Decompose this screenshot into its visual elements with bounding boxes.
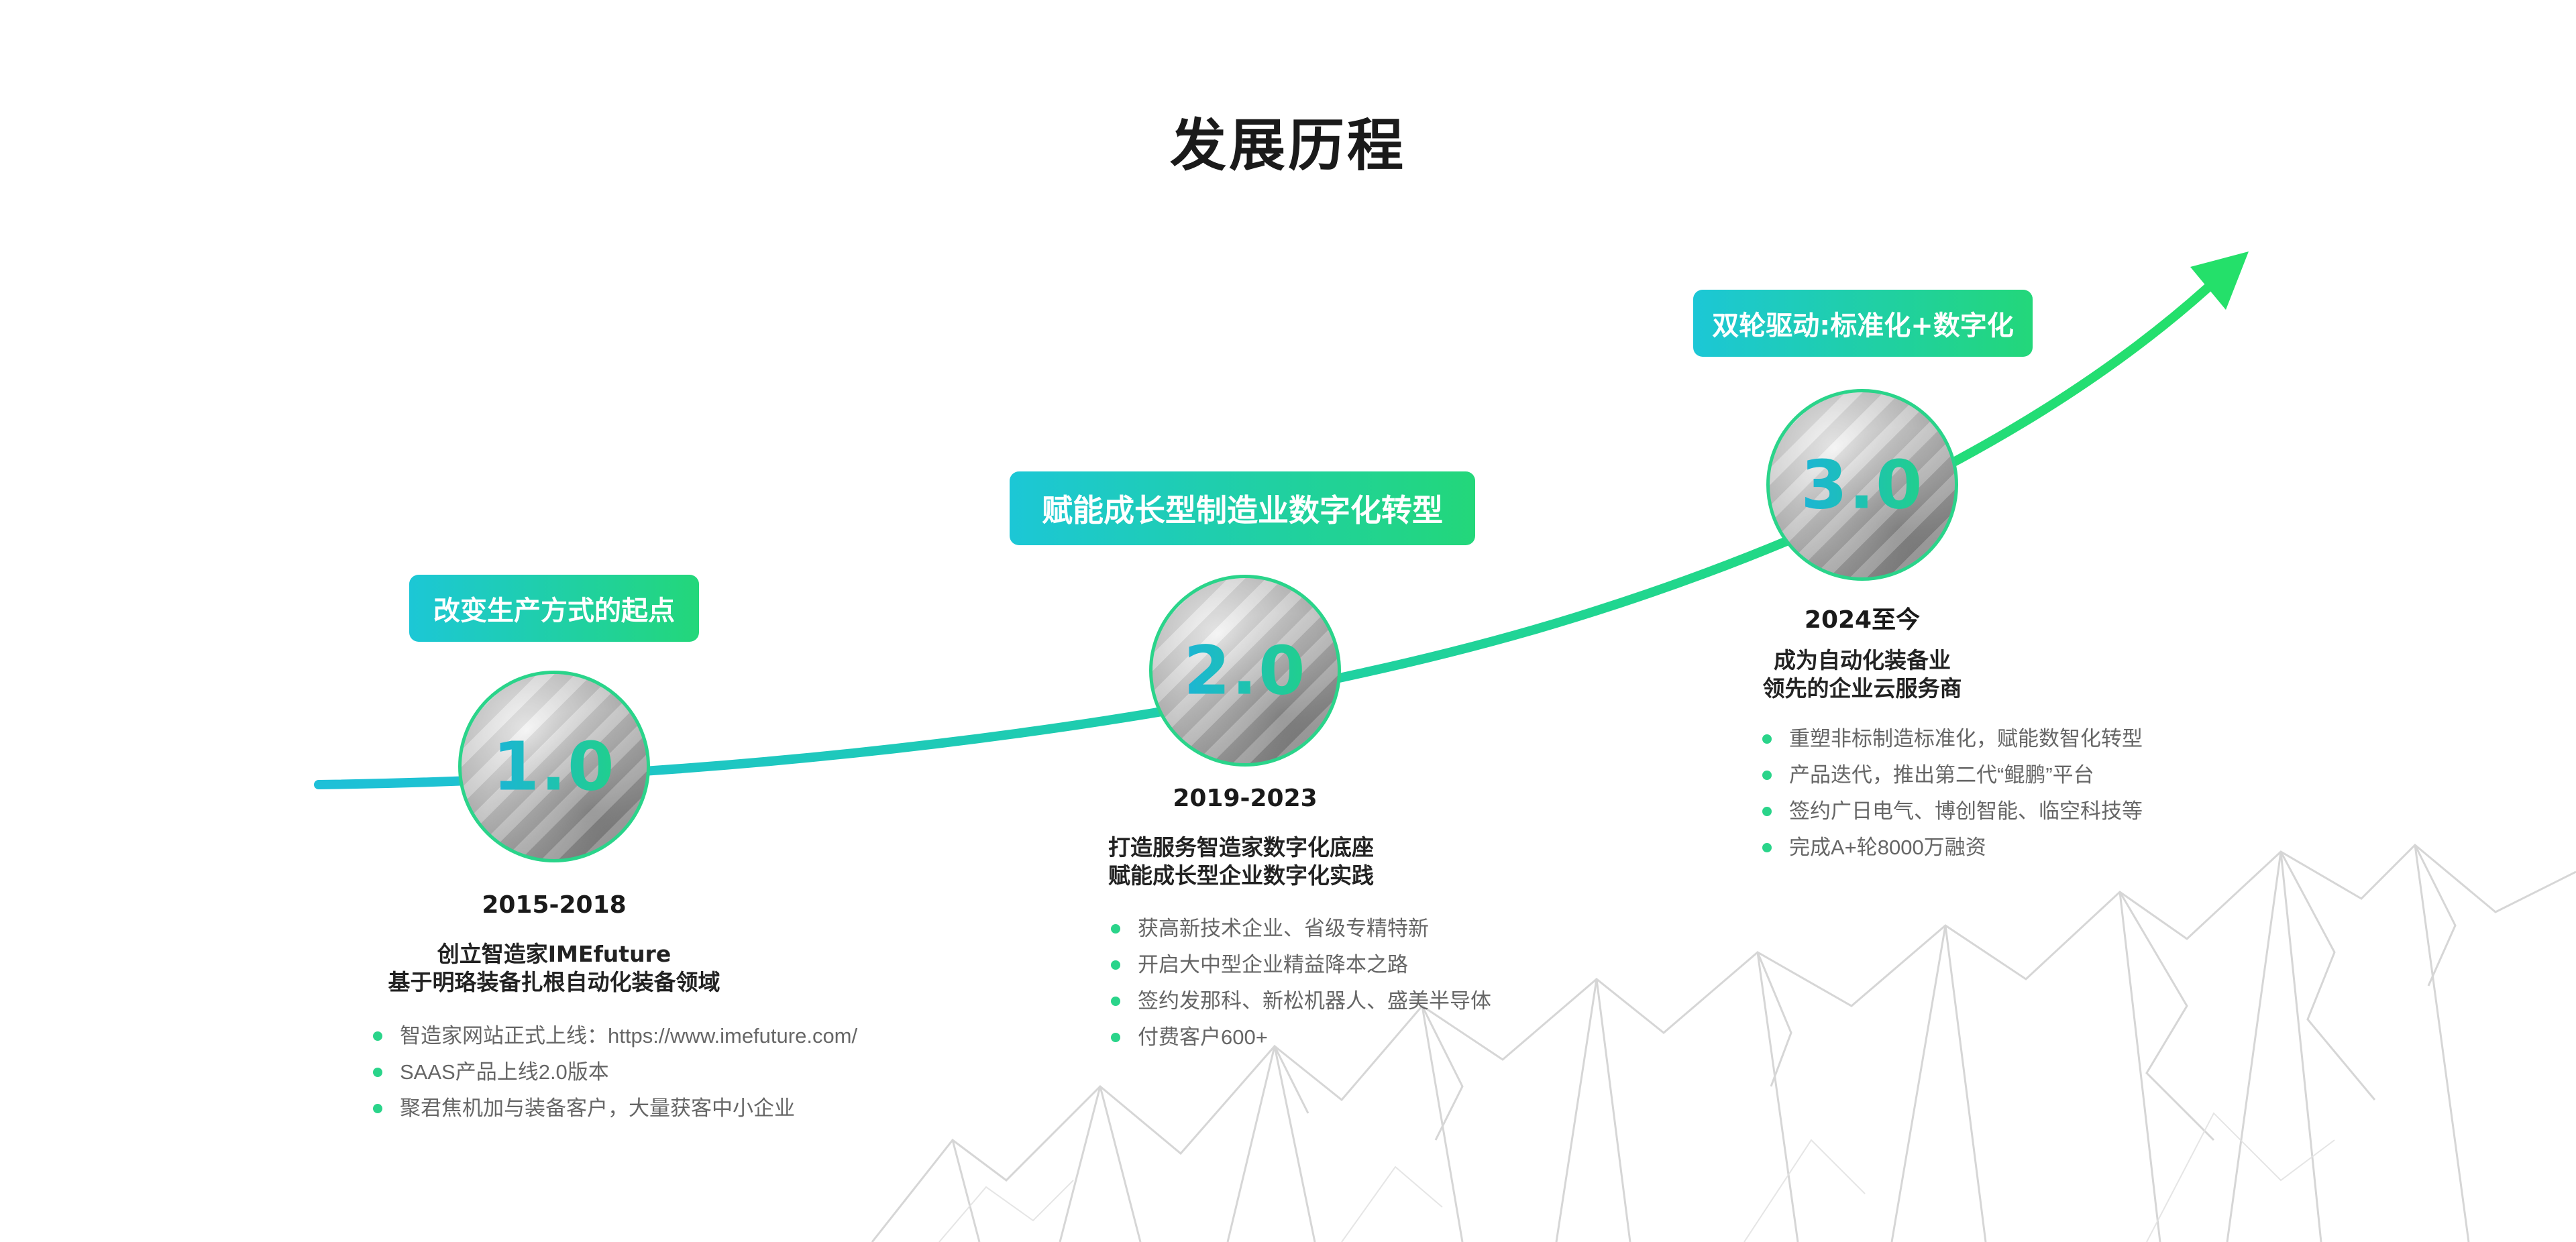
stage-2-desc-line1: 打造服务智造家数字化底座 xyxy=(1108,834,1374,860)
stage-2-description: 打造服务智造家数字化底座 赋能成长型企业数字化实践 xyxy=(1040,834,1442,890)
bullet-dot-icon xyxy=(1762,807,1772,816)
bullet-dot-icon xyxy=(373,1068,382,1077)
bullet-dot-icon xyxy=(373,1104,382,1113)
growth-curve xyxy=(314,284,2212,789)
stage-2-version: 2.0 xyxy=(1152,632,1338,710)
list-item: 开启大中型企业精益降本之路 xyxy=(1111,947,1491,983)
page-title: 发展历程 xyxy=(1169,113,1406,178)
bullet-dot-icon xyxy=(1111,997,1120,1006)
stage-2-banner: 赋能成长型制造业数字化转型 xyxy=(1010,471,1475,545)
list-item: 签约广日电气、博创智能、临空科技等 xyxy=(1762,793,2143,830)
mountain-illustration xyxy=(871,843,2576,1242)
stage-1-milestone-image: 1.0 xyxy=(458,671,650,862)
bullet-dot-icon xyxy=(1111,924,1120,934)
stage-2-points: 获高新技术企业、省级专精特新 开启大中型企业精益降本之路 签约发那科、新松机器人… xyxy=(1111,911,1491,1056)
stage-3-version: 3.0 xyxy=(1770,446,1955,524)
bullet-dot-icon xyxy=(1111,1033,1120,1042)
stage-3-desc-line1: 成为自动化装备业 xyxy=(1774,647,1951,673)
list-item: 聚君焦机加与装备客户，大量获客中小企业 xyxy=(373,1090,857,1127)
stage-3-years: 2024至今 xyxy=(1804,606,1921,634)
bullet-dot-icon xyxy=(1762,843,1772,852)
stage-2-desc-line2: 赋能成长型企业数字化实践 xyxy=(1108,862,1374,889)
stage-3-points: 重塑非标制造标准化，赋能数智化转型 产品迭代，推出第二代“鲲鹏”平台 签约广日电… xyxy=(1762,721,2143,866)
list-item: 完成A+轮8000万融资 xyxy=(1762,830,2143,866)
stage-1-points: 智造家网站正式上线：https://www.imefuture.com/ SAA… xyxy=(373,1018,857,1127)
bullet-dot-icon xyxy=(1111,960,1120,970)
list-item: 获高新技术企业、省级专精特新 xyxy=(1111,911,1491,947)
bullet-dot-icon xyxy=(1762,771,1772,780)
stage-1-desc-line1: 创立智造家IMEfuture xyxy=(437,941,672,967)
growth-arrow-head xyxy=(2190,251,2249,310)
stage-3-milestone-image: 3.0 xyxy=(1766,389,1958,581)
bullet-dot-icon xyxy=(1762,734,1772,744)
stage-3-banner: 双轮驱动:标准化+数字化 xyxy=(1693,290,2033,357)
list-item: 重塑非标制造标准化，赋能数智化转型 xyxy=(1762,721,2143,757)
list-item: 付费客户600+ xyxy=(1111,1019,1491,1056)
stage-3-description: 成为自动化装备业 领先的企业云服务商 xyxy=(1661,646,2063,703)
list-item: 签约发那科、新松机器人、盛美半导体 xyxy=(1111,983,1491,1019)
stage-2-years: 2019-2023 xyxy=(1173,785,1318,812)
stage-1-version: 1.0 xyxy=(462,728,647,806)
stage-2-milestone-image: 2.0 xyxy=(1149,575,1341,767)
bullet-dot-icon xyxy=(373,1031,382,1041)
stage-1-description: 创立智造家IMEfuture 基于明珞装备扎根自动化装备领域 xyxy=(353,940,755,997)
stage-3-desc-line2: 领先的企业云服务商 xyxy=(1762,675,1962,701)
stage-1-years: 2015-2018 xyxy=(482,891,627,919)
stage-1-banner: 改变生产方式的起点 xyxy=(409,575,699,642)
list-item: 产品迭代，推出第二代“鲲鹏”平台 xyxy=(1762,757,2143,793)
list-item: 智造家网站正式上线：https://www.imefuture.com/ xyxy=(373,1018,857,1054)
stage-1-desc-line2: 基于明珞装备扎根自动化装备领域 xyxy=(388,969,720,995)
list-item: SAAS产品上线2.0版本 xyxy=(373,1054,857,1090)
